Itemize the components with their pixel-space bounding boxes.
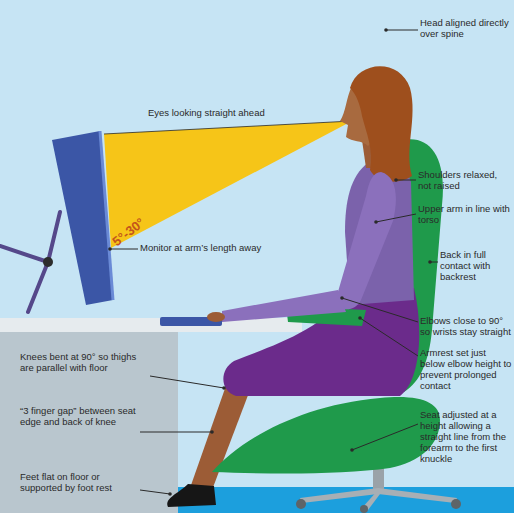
desk-panel bbox=[0, 332, 178, 513]
callout-label: Head aligned directly over spine bbox=[420, 18, 510, 40]
chair-seat bbox=[212, 397, 440, 473]
callout-label: Feet flat on floor or supported by foot … bbox=[20, 472, 140, 494]
sight-line bbox=[104, 121, 352, 134]
leader-dots bbox=[108, 28, 432, 496]
callout-label: Upper arm in line with torso bbox=[418, 204, 510, 226]
desk-top bbox=[0, 318, 302, 332]
callout-label: Knees bent at 90° so thighs are parallel… bbox=[20, 352, 150, 374]
callout-label: Eyes looking straight ahead bbox=[148, 108, 288, 119]
callout-label: Shoulders relaxed, not raised bbox=[418, 170, 510, 192]
hair bbox=[350, 66, 413, 181]
callout-label: Back in full contact with backrest bbox=[440, 250, 512, 283]
monitor-arm bbox=[0, 212, 60, 312]
upper-arm bbox=[335, 172, 396, 309]
shin bbox=[190, 380, 250, 490]
callout-label: “3 finger gap” between seat edge and bac… bbox=[20, 406, 140, 428]
forearm bbox=[222, 290, 346, 322]
callout-label: Elbows close to 90° so wrists stay strai… bbox=[420, 316, 512, 338]
arm-joint bbox=[43, 257, 53, 267]
hand bbox=[207, 312, 225, 322]
leader-lines bbox=[110, 30, 438, 494]
monitor-screen bbox=[100, 131, 113, 300]
callout-label: Armrest set just below elbow height to p… bbox=[420, 348, 512, 392]
monitor bbox=[52, 131, 113, 305]
callout-label: Seat adjusted at a height allowing a str… bbox=[420, 410, 512, 465]
callout-label: Monitor at arm’s length away bbox=[140, 243, 280, 254]
shoe bbox=[167, 484, 216, 507]
